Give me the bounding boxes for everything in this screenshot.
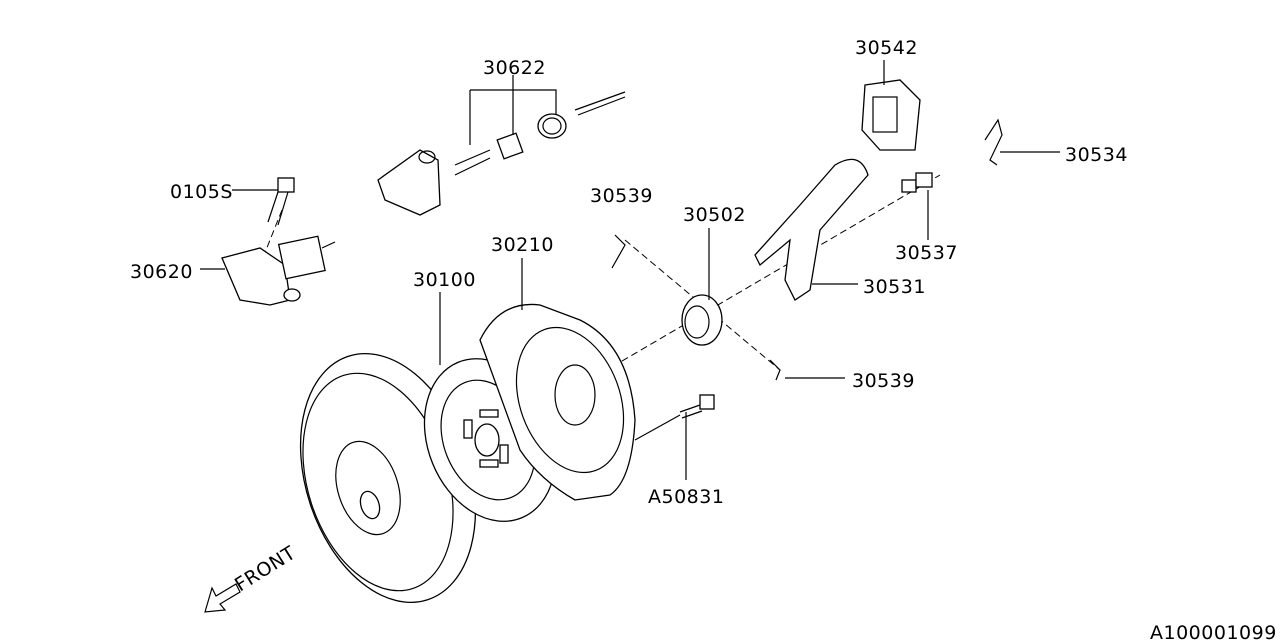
label-30531: 30531 — [863, 276, 926, 298]
label-30542: 30542 — [855, 37, 918, 59]
pressure-plate — [479, 303, 636, 501]
bolt-a50831 — [679, 394, 715, 419]
label-30100: 30100 — [413, 269, 476, 291]
label-0105s: 0105S — [170, 181, 233, 203]
slave-cylinder — [221, 235, 336, 306]
front-label: FRONT — [231, 542, 300, 596]
label-30539-lower: 30539 — [852, 370, 915, 392]
label-30537: 30537 — [895, 242, 958, 264]
cylinder-repair-kit — [377, 91, 626, 216]
label-a50831: A50831 — [648, 486, 724, 508]
leader-lines — [200, 60, 1060, 480]
label-30502: 30502 — [683, 204, 746, 226]
clip-30539-lower — [769, 359, 781, 381]
label-30210: 30210 — [491, 234, 554, 256]
clip-30539-upper — [611, 234, 626, 269]
fork-boot — [861, 79, 921, 151]
label-30534: 30534 — [1065, 144, 1128, 166]
label-30539-upper: 30539 — [590, 185, 653, 207]
bolt-0105s — [267, 177, 295, 226]
label-30622: 30622 — [483, 57, 546, 79]
diagram-id: A100001099 — [1150, 622, 1277, 640]
clip-30534 — [984, 118, 1003, 166]
release-fork — [754, 158, 869, 301]
front-arrow-icon: FRONT — [204, 542, 300, 613]
label-30620: 30620 — [130, 261, 193, 283]
release-bearing — [681, 294, 723, 346]
pivot — [901, 172, 933, 193]
